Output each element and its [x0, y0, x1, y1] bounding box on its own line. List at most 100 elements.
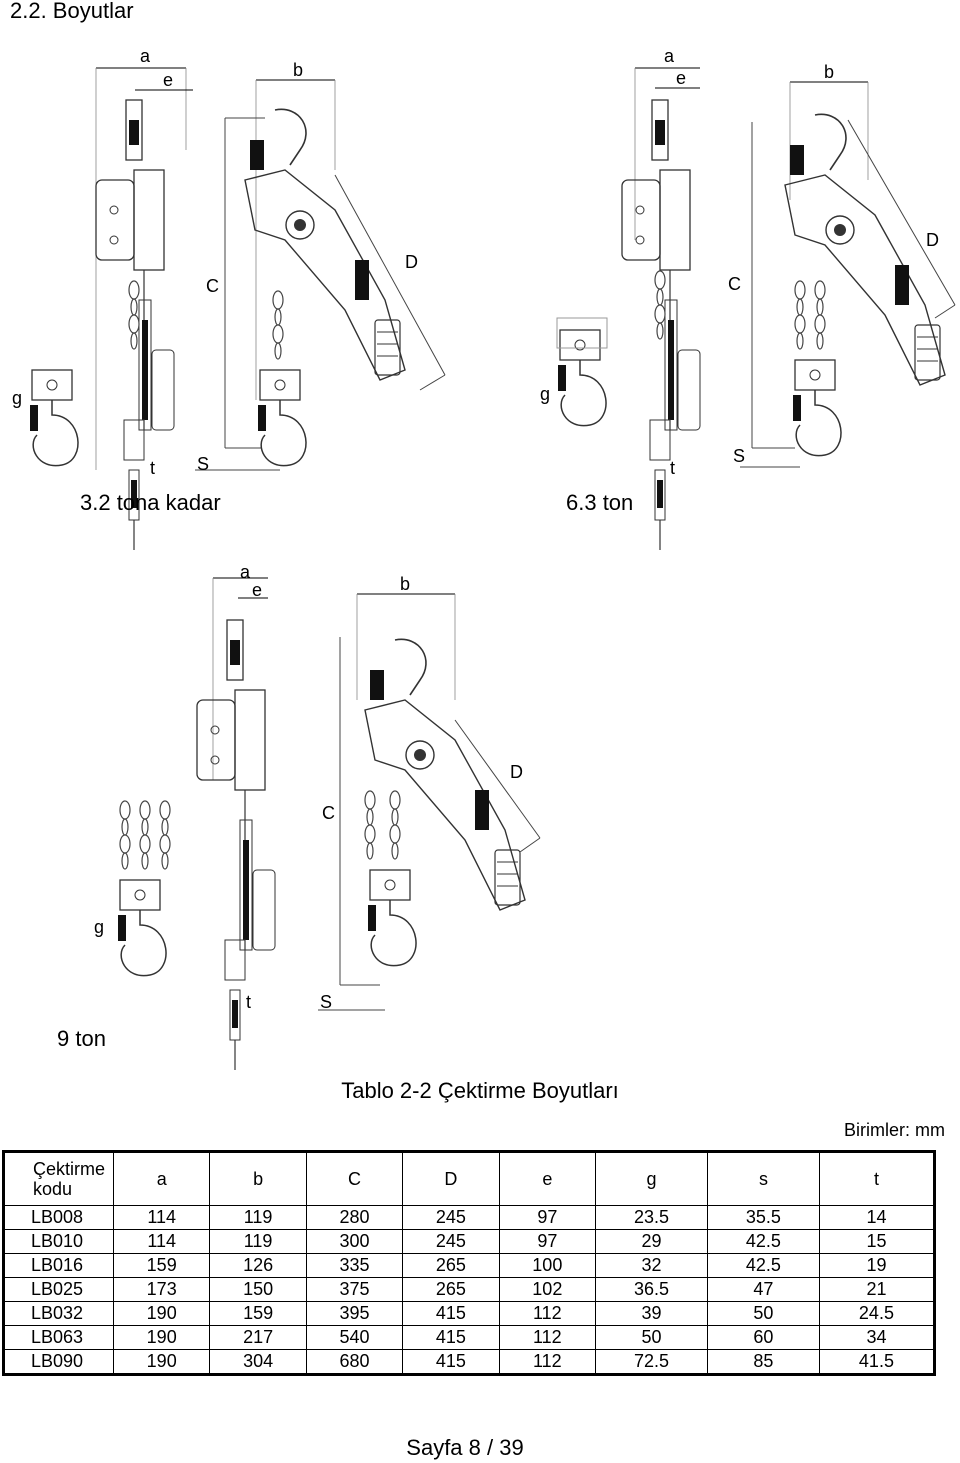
dim-label-D: D [926, 230, 939, 250]
table-cell: 190 [112, 1325, 211, 1350]
dim-label-D: D [405, 252, 418, 272]
dim-label-g: g [540, 384, 550, 404]
table-cell: 395 [305, 1301, 404, 1326]
table-cell: 114 [112, 1229, 211, 1254]
column-header: b [209, 1151, 307, 1206]
table-cell: 85 [706, 1349, 820, 1375]
diagram-9-ton: a e b C D g t S [94, 562, 541, 1071]
table-cell: 32 [595, 1253, 708, 1278]
table-cell: 41.5 [818, 1349, 936, 1375]
table-cell: 415 [402, 1301, 500, 1326]
caption-6-3-ton: 6.3 ton [566, 490, 634, 515]
dim-label-e: e [676, 68, 686, 88]
dim-label-C: C [322, 803, 335, 823]
table-cell: 97 [498, 1229, 597, 1254]
table-cell: 265 [402, 1277, 500, 1302]
dim-label-e: e [163, 70, 173, 90]
table-cell: 159 [112, 1253, 211, 1278]
table-cell: 304 [209, 1349, 307, 1375]
table-cell: 19 [818, 1253, 936, 1278]
table-cell: 114 [112, 1205, 211, 1230]
dim-label-b: b [293, 60, 303, 80]
table-cell: 50 [706, 1301, 820, 1326]
dim-label-g: g [94, 917, 104, 937]
dim-label-t: t [670, 458, 675, 478]
table-cell: LB090 [3, 1349, 114, 1375]
table-cell: 375 [305, 1277, 404, 1302]
table-cell: 29 [595, 1229, 708, 1254]
table-cell: 14 [818, 1205, 936, 1230]
table-cell: 39 [595, 1301, 708, 1326]
caption-3-2-ton: 3.2 tona kadar [80, 490, 221, 515]
section-title: 2.2. Boyutlar [10, 0, 134, 23]
table-cell: 190 [112, 1349, 211, 1375]
dim-label-C: C [206, 276, 219, 296]
table-cell: 415 [402, 1349, 500, 1375]
dim-label-b: b [400, 574, 410, 594]
table-cell: 150 [209, 1277, 307, 1302]
table-cell: 36.5 [595, 1277, 708, 1302]
table-cell: 47 [706, 1277, 820, 1302]
dim-label-S: S [733, 446, 745, 466]
table-cell: 72.5 [595, 1349, 708, 1375]
table-cell: 60 [706, 1325, 820, 1350]
table-cell: 112 [498, 1349, 597, 1375]
dim-label-b: b [824, 62, 834, 82]
table-cell: 300 [305, 1229, 404, 1254]
table-cell: 335 [305, 1253, 404, 1278]
table-cell: 126 [209, 1253, 307, 1278]
diagram-6-3-ton: a e b C D g t S [540, 46, 956, 551]
column-header: C [305, 1151, 404, 1206]
column-header: s [706, 1151, 820, 1206]
table-cell: 15 [818, 1229, 936, 1254]
column-header: D [402, 1151, 500, 1206]
table-cell: LB008 [3, 1205, 114, 1230]
caption-9-ton: 9 ton [57, 1026, 106, 1051]
table-cell: 97 [498, 1205, 597, 1230]
table-cell: 119 [209, 1205, 307, 1230]
dim-label-S: S [320, 992, 332, 1012]
dim-label-a: a [140, 46, 151, 66]
table-title: Tablo 2-2 Çektirme Boyutları [341, 1078, 619, 1103]
table-cell: LB010 [3, 1229, 114, 1254]
table-cell: 280 [305, 1205, 404, 1230]
table-cell: 112 [498, 1325, 597, 1350]
table-cell: 23.5 [595, 1205, 708, 1230]
dim-label-S: S [197, 454, 209, 474]
table-cell: 173 [112, 1277, 211, 1302]
dim-label-a: a [664, 46, 675, 66]
table-cell: 415 [402, 1325, 500, 1350]
dim-label-D: D [510, 762, 523, 782]
table-cell: 540 [305, 1325, 404, 1350]
table-cell: LB025 [3, 1277, 114, 1302]
table-cell: 112 [498, 1301, 597, 1326]
dim-label-t: t [246, 992, 251, 1012]
page-number: Sayfa 8 / 39 [406, 1435, 524, 1460]
table-cell: 24.5 [818, 1301, 936, 1326]
dim-label-a: a [240, 562, 251, 582]
units-label: Birimler: mm [844, 1120, 945, 1140]
dim-label-g: g [12, 388, 22, 408]
dim-label-e: e [252, 580, 262, 600]
table-cell: 245 [402, 1205, 500, 1230]
table-cell: 265 [402, 1253, 500, 1278]
table-cell: 190 [112, 1301, 211, 1326]
dim-label-C: C [728, 274, 741, 294]
hoist-dimension-drawings: a e b C D g t S a e b C D g t S [12, 46, 956, 1071]
column-header: g [595, 1151, 708, 1206]
table-cell: LB063 [3, 1325, 114, 1350]
column-header: t [818, 1151, 936, 1206]
table-cell: 159 [209, 1301, 307, 1326]
table-cell: 217 [209, 1325, 307, 1350]
column-header: a [112, 1151, 211, 1206]
column-header: e [498, 1151, 597, 1206]
